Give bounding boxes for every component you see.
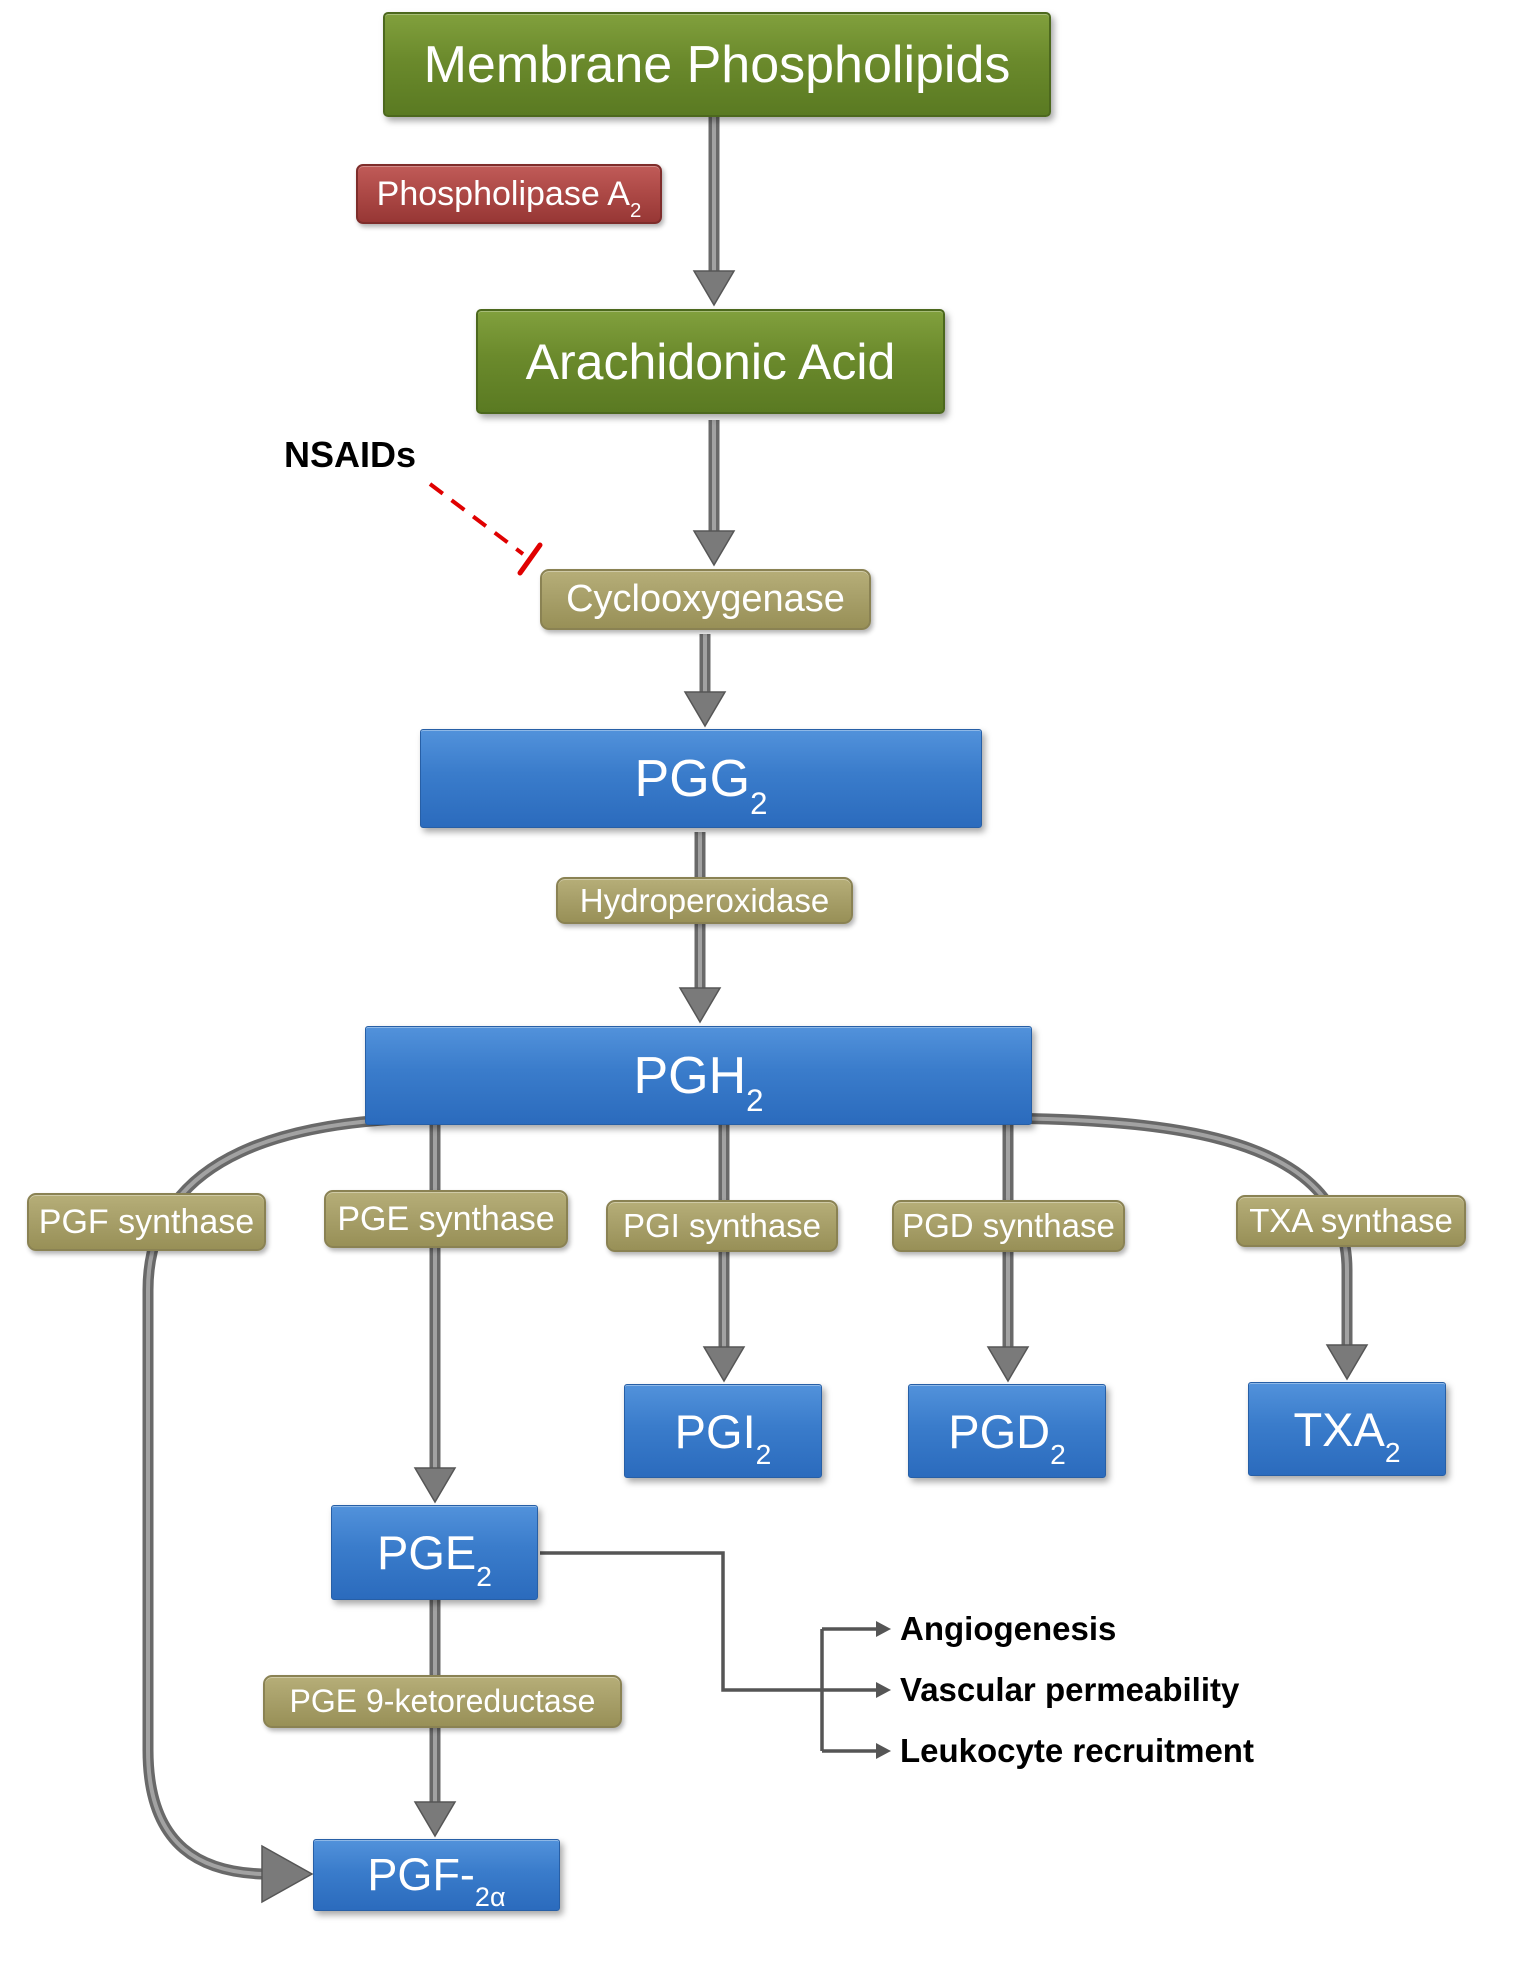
outcome-leukocyte-recruitment: Leukocyte recruitment (900, 1732, 1254, 1769)
node-pgf-2alpha: PGF-2α (313, 1839, 560, 1911)
node-txa-synthase: TXA synthase (1236, 1195, 1466, 1247)
pge2-label: PGE2 (377, 1525, 492, 1590)
node-arachidonic-acid: Arachidonic Acid (476, 309, 945, 414)
pgg2-text: PGG (634, 749, 751, 808)
arachidonic-acid-label: Arachidonic Acid (525, 333, 896, 390)
pge-9-ketoreductase-label: PGE 9-ketoreductase (289, 1683, 596, 1719)
node-pgd-synthase: PGD synthase (892, 1200, 1125, 1252)
pgi2-text: PGI (674, 1404, 756, 1458)
node-pgi2: PGI2 (624, 1384, 822, 1478)
nsaids-inhibition-line (428, 482, 543, 576)
pge-synthase-label: PGE synthase (337, 1199, 555, 1238)
node-membrane-phospholipids: Membrane Phospholipids (383, 12, 1051, 117)
phospholipase-a2-subscript: 2 (629, 199, 642, 222)
txa-synthase-label: TXA synthase (1249, 1202, 1453, 1239)
txa2-text: TXA (1293, 1402, 1385, 1456)
pgg2-label: PGG2 (634, 749, 768, 819)
cyclooxygenase-label: Cyclooxygenase (566, 578, 845, 620)
phospholipase-a2-label: Phospholipase A2 (376, 174, 642, 221)
outcome-angiogenesis: Angiogenesis (900, 1610, 1117, 1647)
node-txa2: TXA2 (1248, 1382, 1446, 1476)
pge2-outcomes-connector (540, 1551, 891, 1759)
txa2-label: TXA2 (1293, 1402, 1400, 1467)
node-pgh2: PGH2 (365, 1026, 1032, 1125)
pgd-synthase-label: PGD synthase (902, 1207, 1115, 1244)
pgd2-label: PGD2 (948, 1404, 1066, 1469)
pgg2-subscript: 2 (750, 785, 768, 821)
node-hydroperoxidase: Hydroperoxidase (556, 877, 853, 924)
phospholipase-a2-text: Phospholipase A (376, 174, 630, 213)
pgi2-subscript: 2 (755, 1438, 772, 1471)
pgi2-label: PGI2 (674, 1404, 772, 1469)
node-pgi-synthase: PGI synthase (606, 1200, 838, 1252)
pgf-synthase-label: PGF synthase (38, 1202, 255, 1241)
arrow-arachidonic-to-cyclooxygenase (692, 420, 736, 567)
node-pgd2: PGD2 (908, 1384, 1106, 1478)
arrow-pgg2-to-pgh2 (678, 832, 722, 1024)
membrane-phospholipids-label: Membrane Phospholipids (423, 35, 1011, 94)
txa2-subscript: 2 (1384, 1436, 1401, 1469)
node-pge-9-ketoreductase: PGE 9-ketoreductase (263, 1675, 622, 1728)
arrow-pgh2-to-pgf2alpha-curve (142, 1112, 431, 1904)
pgd2-text: PGD (948, 1404, 1051, 1458)
outcome-vascular-permeability: Vascular permeability (900, 1671, 1240, 1708)
node-pgg2: PGG2 (420, 729, 982, 828)
pgi-synthase-label: PGI synthase (622, 1207, 822, 1244)
pge2-subscript: 2 (476, 1559, 492, 1592)
pgh2-text: PGH (633, 1046, 747, 1105)
node-phospholipase-a2: Phospholipase A2 (356, 164, 662, 224)
pgf-2alpha-label: PGF-2α (367, 1849, 505, 1910)
nsaids-label: NSAIDs (284, 434, 417, 475)
hydroperoxidase-label: Hydroperoxidase (579, 881, 830, 919)
node-cyclooxygenase: Cyclooxygenase (540, 569, 871, 630)
node-pgf-synthase: PGF synthase (27, 1193, 266, 1251)
arrow-pgh2-to-pge2 (413, 1120, 457, 1504)
node-pge2: PGE2 (331, 1505, 538, 1600)
pgf-2alpha-text: PGF- (367, 1849, 475, 1900)
pgh2-label: PGH2 (633, 1046, 763, 1116)
arrow-cyclooxygenase-to-pgg2 (683, 634, 727, 728)
pgh2-subscript: 2 (746, 1082, 764, 1118)
pgd2-subscript: 2 (1050, 1438, 1066, 1471)
pge2-text: PGE (377, 1526, 477, 1579)
node-pge-synthase: PGE synthase (324, 1190, 568, 1248)
arrow-membrane-to-arachidonic (692, 117, 736, 307)
pgf-2alpha-subscript: 2α (474, 1881, 506, 1912)
